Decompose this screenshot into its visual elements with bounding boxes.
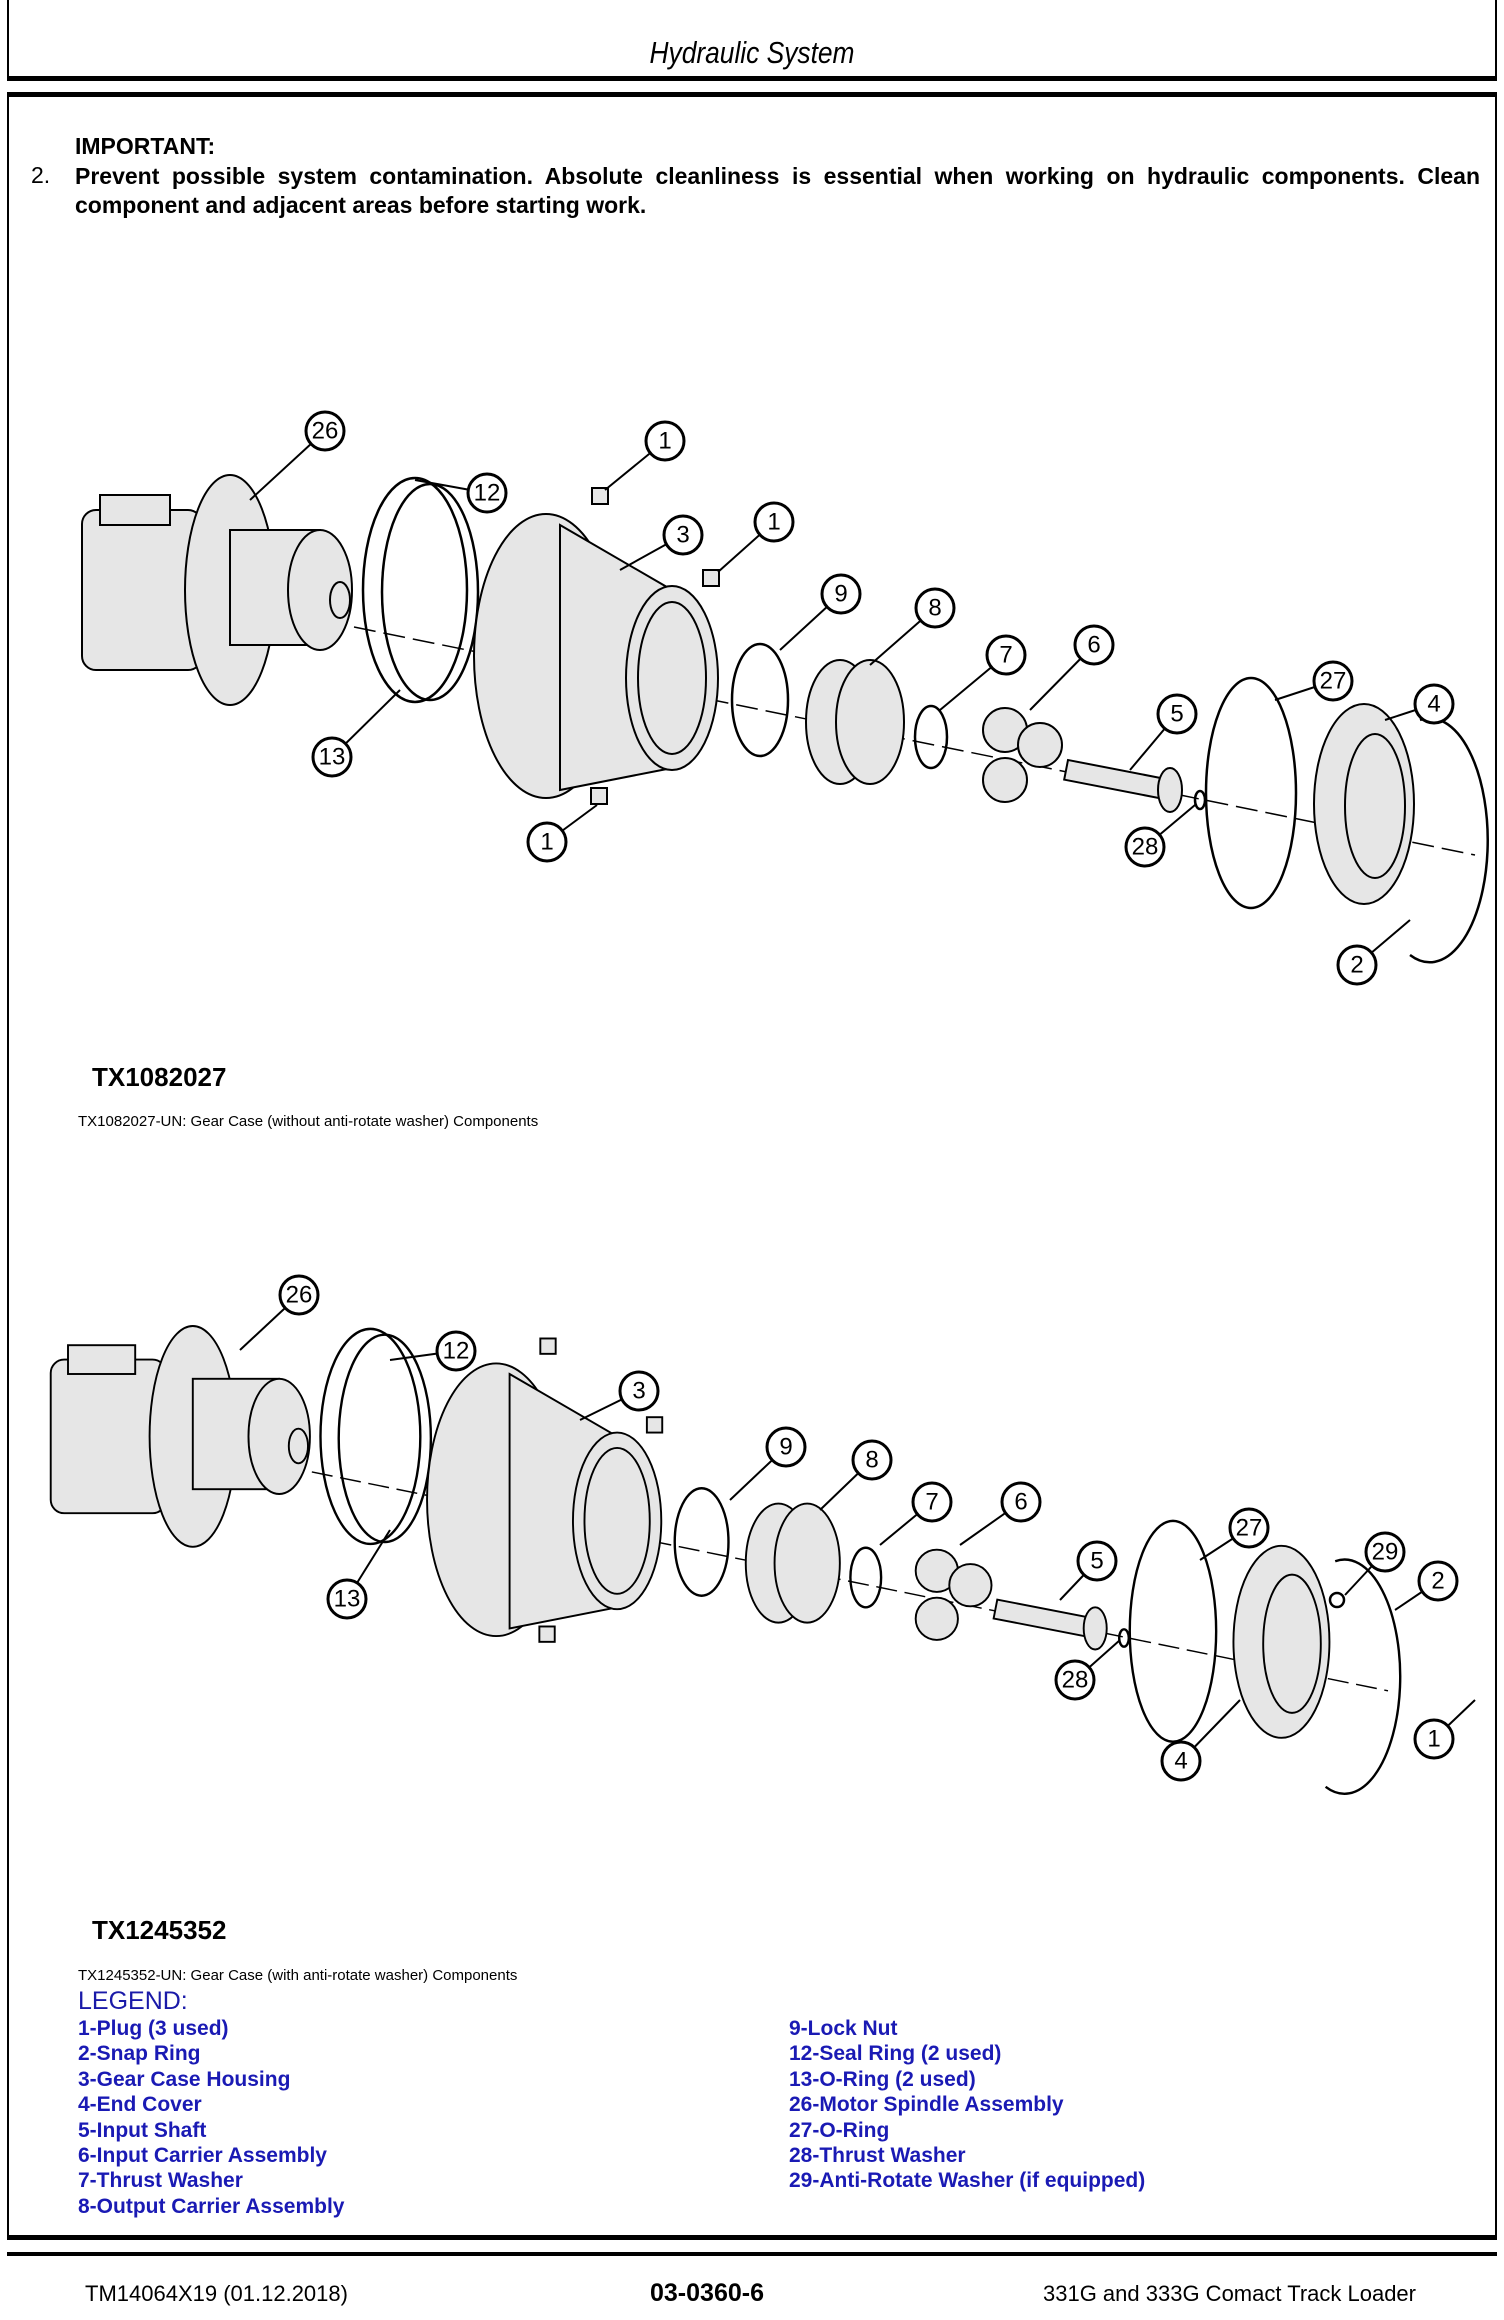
footer-doc-id: TM14064X19 (01.12.2018) bbox=[85, 2281, 348, 2306]
svg-text:13: 13 bbox=[319, 744, 346, 771]
callout-1: 1 bbox=[644, 420, 686, 462]
callout-9: 9 bbox=[765, 1426, 807, 1468]
svg-text:4: 4 bbox=[1174, 1748, 1187, 1775]
callout-29: 29 bbox=[1364, 1531, 1406, 1573]
svg-text:3: 3 bbox=[632, 1378, 645, 1405]
callout-27: 27 bbox=[1312, 660, 1354, 702]
callout-13: 13 bbox=[326, 1578, 368, 1620]
callout-28: 28 bbox=[1054, 1659, 1096, 1701]
svg-text:27: 27 bbox=[1236, 1515, 1263, 1542]
callout-3: 3 bbox=[662, 514, 704, 556]
figure1-id: TX1082027 bbox=[92, 1062, 227, 1092]
callout-2: 2 bbox=[1336, 944, 1378, 986]
callout-1: 1 bbox=[526, 821, 568, 863]
callout-13: 13 bbox=[311, 736, 353, 778]
svg-text:7: 7 bbox=[999, 642, 1012, 669]
figure2-caption: TX1245352-UN: Gear Case (with anti-rotat… bbox=[78, 1967, 518, 1984]
footer-page-number: 03-0360-6 bbox=[650, 2279, 764, 2307]
legend-item: 8-Output Carrier Assembly bbox=[78, 2194, 345, 2218]
page-header: Hydraulic System bbox=[7, 0, 1497, 81]
legend-item: 28-Thrust Washer bbox=[789, 2144, 966, 2168]
legend-item: 3-Gear Case Housing bbox=[78, 2067, 291, 2091]
figure2-id: TX1245352 bbox=[92, 1915, 227, 1945]
callout-6: 6 bbox=[1000, 1481, 1042, 1523]
callout-4: 4 bbox=[1160, 1740, 1202, 1782]
legend-item: 29-Anti-Rotate Washer (if equipped) bbox=[789, 2169, 1146, 2193]
svg-text:13: 13 bbox=[334, 1586, 361, 1613]
legend-item: 13-O-Ring (2 used) bbox=[789, 2067, 976, 2091]
important-text: Prevent possible system contamination. A… bbox=[75, 163, 1480, 218]
figure2-drawing bbox=[49, 1324, 1402, 1795]
figure1-caption: TX1082027-UN: Gear Case (without anti-ro… bbox=[78, 1113, 539, 1130]
callout-8: 8 bbox=[914, 587, 956, 629]
callout-5: 5 bbox=[1156, 693, 1198, 735]
callout-26: 26 bbox=[278, 1274, 320, 1316]
svg-text:5: 5 bbox=[1090, 1548, 1103, 1575]
svg-text:8: 8 bbox=[865, 1447, 878, 1474]
svg-text:12: 12 bbox=[443, 1338, 470, 1365]
svg-text:28: 28 bbox=[1132, 834, 1159, 861]
callout-6: 6 bbox=[1073, 624, 1115, 666]
callout-5: 5 bbox=[1076, 1540, 1118, 1582]
svg-text:3: 3 bbox=[676, 522, 689, 549]
svg-text:7: 7 bbox=[925, 1489, 938, 1516]
callout-12: 12 bbox=[435, 1330, 477, 1372]
callout-26: 26 bbox=[304, 410, 346, 452]
figure2-callouts: 26 12 13 3 9 8 7 6 5 28 27 29 2 4 1 bbox=[239, 1274, 1476, 1782]
legend-item: 5-Input Shaft bbox=[78, 2118, 207, 2142]
svg-text:12: 12 bbox=[474, 480, 501, 507]
callout-2: 2 bbox=[1417, 1560, 1459, 1602]
svg-text:5: 5 bbox=[1170, 701, 1183, 728]
svg-text:2: 2 bbox=[1350, 952, 1363, 979]
svg-text:2: 2 bbox=[1431, 1568, 1444, 1595]
svg-text:1: 1 bbox=[658, 428, 671, 455]
svg-text:8: 8 bbox=[928, 595, 941, 622]
svg-text:29: 29 bbox=[1372, 1539, 1399, 1566]
legend-title: LEGEND: bbox=[78, 1987, 188, 2015]
legend-item: 9-Lock Nut bbox=[789, 2017, 898, 2040]
callout-27: 27 bbox=[1228, 1507, 1270, 1549]
svg-text:1: 1 bbox=[767, 509, 780, 536]
legend-item: 12-Seal Ring (2 used) bbox=[789, 2042, 1002, 2066]
svg-text:6: 6 bbox=[1014, 1489, 1027, 1516]
figure1-drawing bbox=[80, 473, 1489, 964]
svg-text:9: 9 bbox=[834, 581, 847, 608]
footer-divider bbox=[7, 2252, 1497, 2256]
legend-right-column: 9-Lock Nut 12-Seal Ring (2 used) 13-O-Ri… bbox=[789, 2016, 1145, 2194]
svg-text:9: 9 bbox=[779, 1434, 792, 1461]
legend-item: 4-End Cover bbox=[78, 2093, 202, 2117]
callout-1: 1 bbox=[753, 501, 795, 543]
legend-item: 1-Plug (3 used) bbox=[78, 2017, 229, 2040]
legend-item: 6-Input Carrier Assembly bbox=[78, 2144, 327, 2168]
callout-12: 12 bbox=[466, 472, 508, 514]
legend-item: 27-O-Ring bbox=[789, 2118, 890, 2142]
step-number: 2. bbox=[31, 162, 51, 188]
callout-8: 8 bbox=[851, 1439, 893, 1481]
svg-text:1: 1 bbox=[540, 829, 553, 856]
svg-text:28: 28 bbox=[1062, 1667, 1089, 1694]
legend-item: 2-Snap Ring bbox=[78, 2042, 201, 2066]
svg-text:26: 26 bbox=[312, 418, 339, 445]
svg-text:1: 1 bbox=[1427, 1726, 1440, 1753]
anti-rotate-washer-part bbox=[1328, 1591, 1346, 1609]
section-title: Hydraulic System bbox=[649, 35, 855, 70]
callout-1: 1 bbox=[1413, 1718, 1455, 1760]
svg-text:27: 27 bbox=[1320, 668, 1347, 695]
important-heading: IMPORTANT: bbox=[75, 133, 216, 159]
legend-left-column: 1-Plug (3 used) 2-Snap Ring 3-Gear Case … bbox=[78, 2016, 344, 2219]
callout-7: 7 bbox=[911, 1481, 953, 1523]
callout-3: 3 bbox=[618, 1370, 660, 1412]
callout-7: 7 bbox=[985, 634, 1027, 676]
svg-text:4: 4 bbox=[1427, 691, 1440, 718]
figure1-callouts: 26 12 13 1 1 1 3 9 8 7 6 5 28 27 4 2 bbox=[249, 410, 1455, 986]
footer-product: 331G and 333G Comact Track Loader bbox=[1043, 2281, 1416, 2306]
legend-item: 26-Motor Spindle Assembly bbox=[789, 2093, 1064, 2117]
callout-28: 28 bbox=[1124, 826, 1166, 868]
callout-4: 4 bbox=[1413, 683, 1455, 725]
callout-9: 9 bbox=[820, 573, 862, 615]
legend-item: 7-Thrust Washer bbox=[78, 2169, 243, 2193]
svg-text:26: 26 bbox=[286, 1282, 313, 1309]
content-frame bbox=[7, 92, 1497, 2240]
svg-text:6: 6 bbox=[1087, 632, 1100, 659]
